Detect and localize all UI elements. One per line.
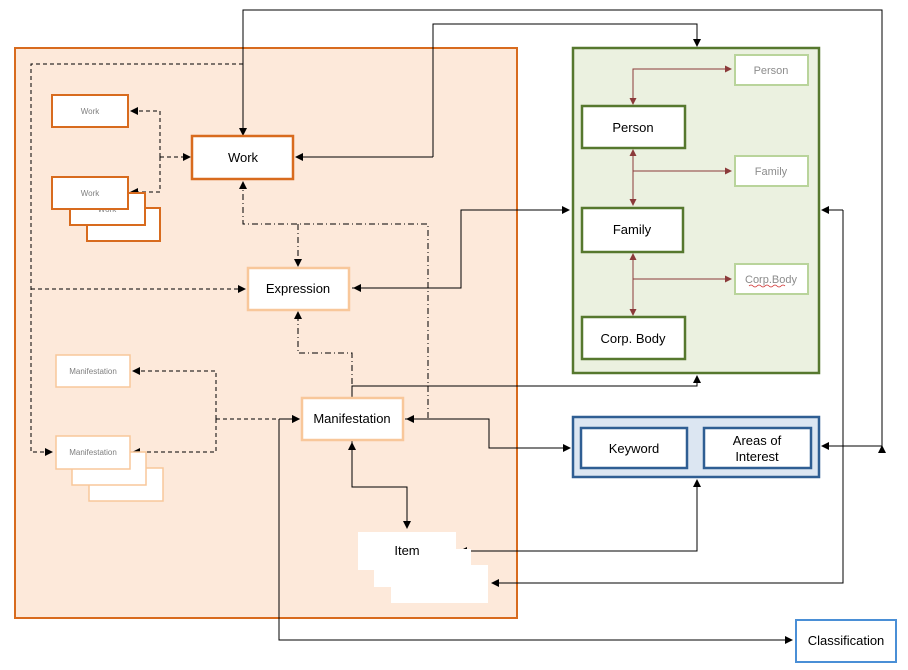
connectors: [239, 9, 886, 644]
person-ghost-box: [734, 54, 809, 86]
work-small-2: [51, 176, 129, 210]
family-ghost-box: [734, 155, 809, 187]
work-small-1-label: Work: [81, 107, 101, 116]
item-label: Item: [394, 543, 419, 558]
manifestation-box: [300, 396, 405, 442]
family-ghost-label: Family: [755, 166, 788, 178]
keyword-box: [579, 426, 689, 470]
corp-body-ghost-label: Corp.Body: [745, 274, 797, 286]
expression-label: Expression: [266, 281, 330, 296]
areas-of-interest-box: [702, 426, 813, 470]
edge-work-group2: [432, 23, 701, 157]
corp-body-box: [580, 315, 687, 361]
spellcheck-squiggle: [748, 284, 786, 288]
dashed-connectors: [30, 63, 300, 456]
classification-box: [795, 619, 897, 663]
manifestation-small-2-label: Manifestation: [69, 448, 117, 457]
edge-group2-right: [491, 210, 844, 587]
edge-top-loop: [239, 9, 886, 453]
work-small-2-label: Work: [81, 189, 101, 198]
work-small-1: [51, 94, 129, 128]
item-box: [358, 532, 456, 570]
manifestation-label: Manifestation: [313, 411, 390, 426]
person-ghost-label: Person: [754, 65, 789, 77]
edge-classification: [278, 419, 793, 644]
work-box: [190, 134, 295, 181]
group2-relations: [629, 65, 732, 316]
family-box: [580, 206, 685, 254]
areas-label-line1: Areas of: [733, 433, 782, 448]
person-label: Person: [612, 120, 653, 135]
manifestation-small-1-label: Manifestation: [69, 367, 117, 376]
corp-body-ghost-box: [734, 263, 809, 295]
corp-body-label: Corp. Body: [600, 331, 666, 346]
keyword-label: Keyword: [609, 441, 660, 456]
manifestation-small-1: [55, 354, 131, 388]
person-box: [580, 104, 687, 150]
areas-label-line2: Interest: [735, 449, 779, 464]
manifestation-small-2: [55, 435, 131, 470]
work-label: Work: [228, 150, 259, 165]
family-label: Family: [613, 222, 652, 237]
dashdot-connectors: [239, 181, 429, 418]
expression-box: [246, 266, 351, 312]
classification-label: Classification: [808, 633, 885, 648]
